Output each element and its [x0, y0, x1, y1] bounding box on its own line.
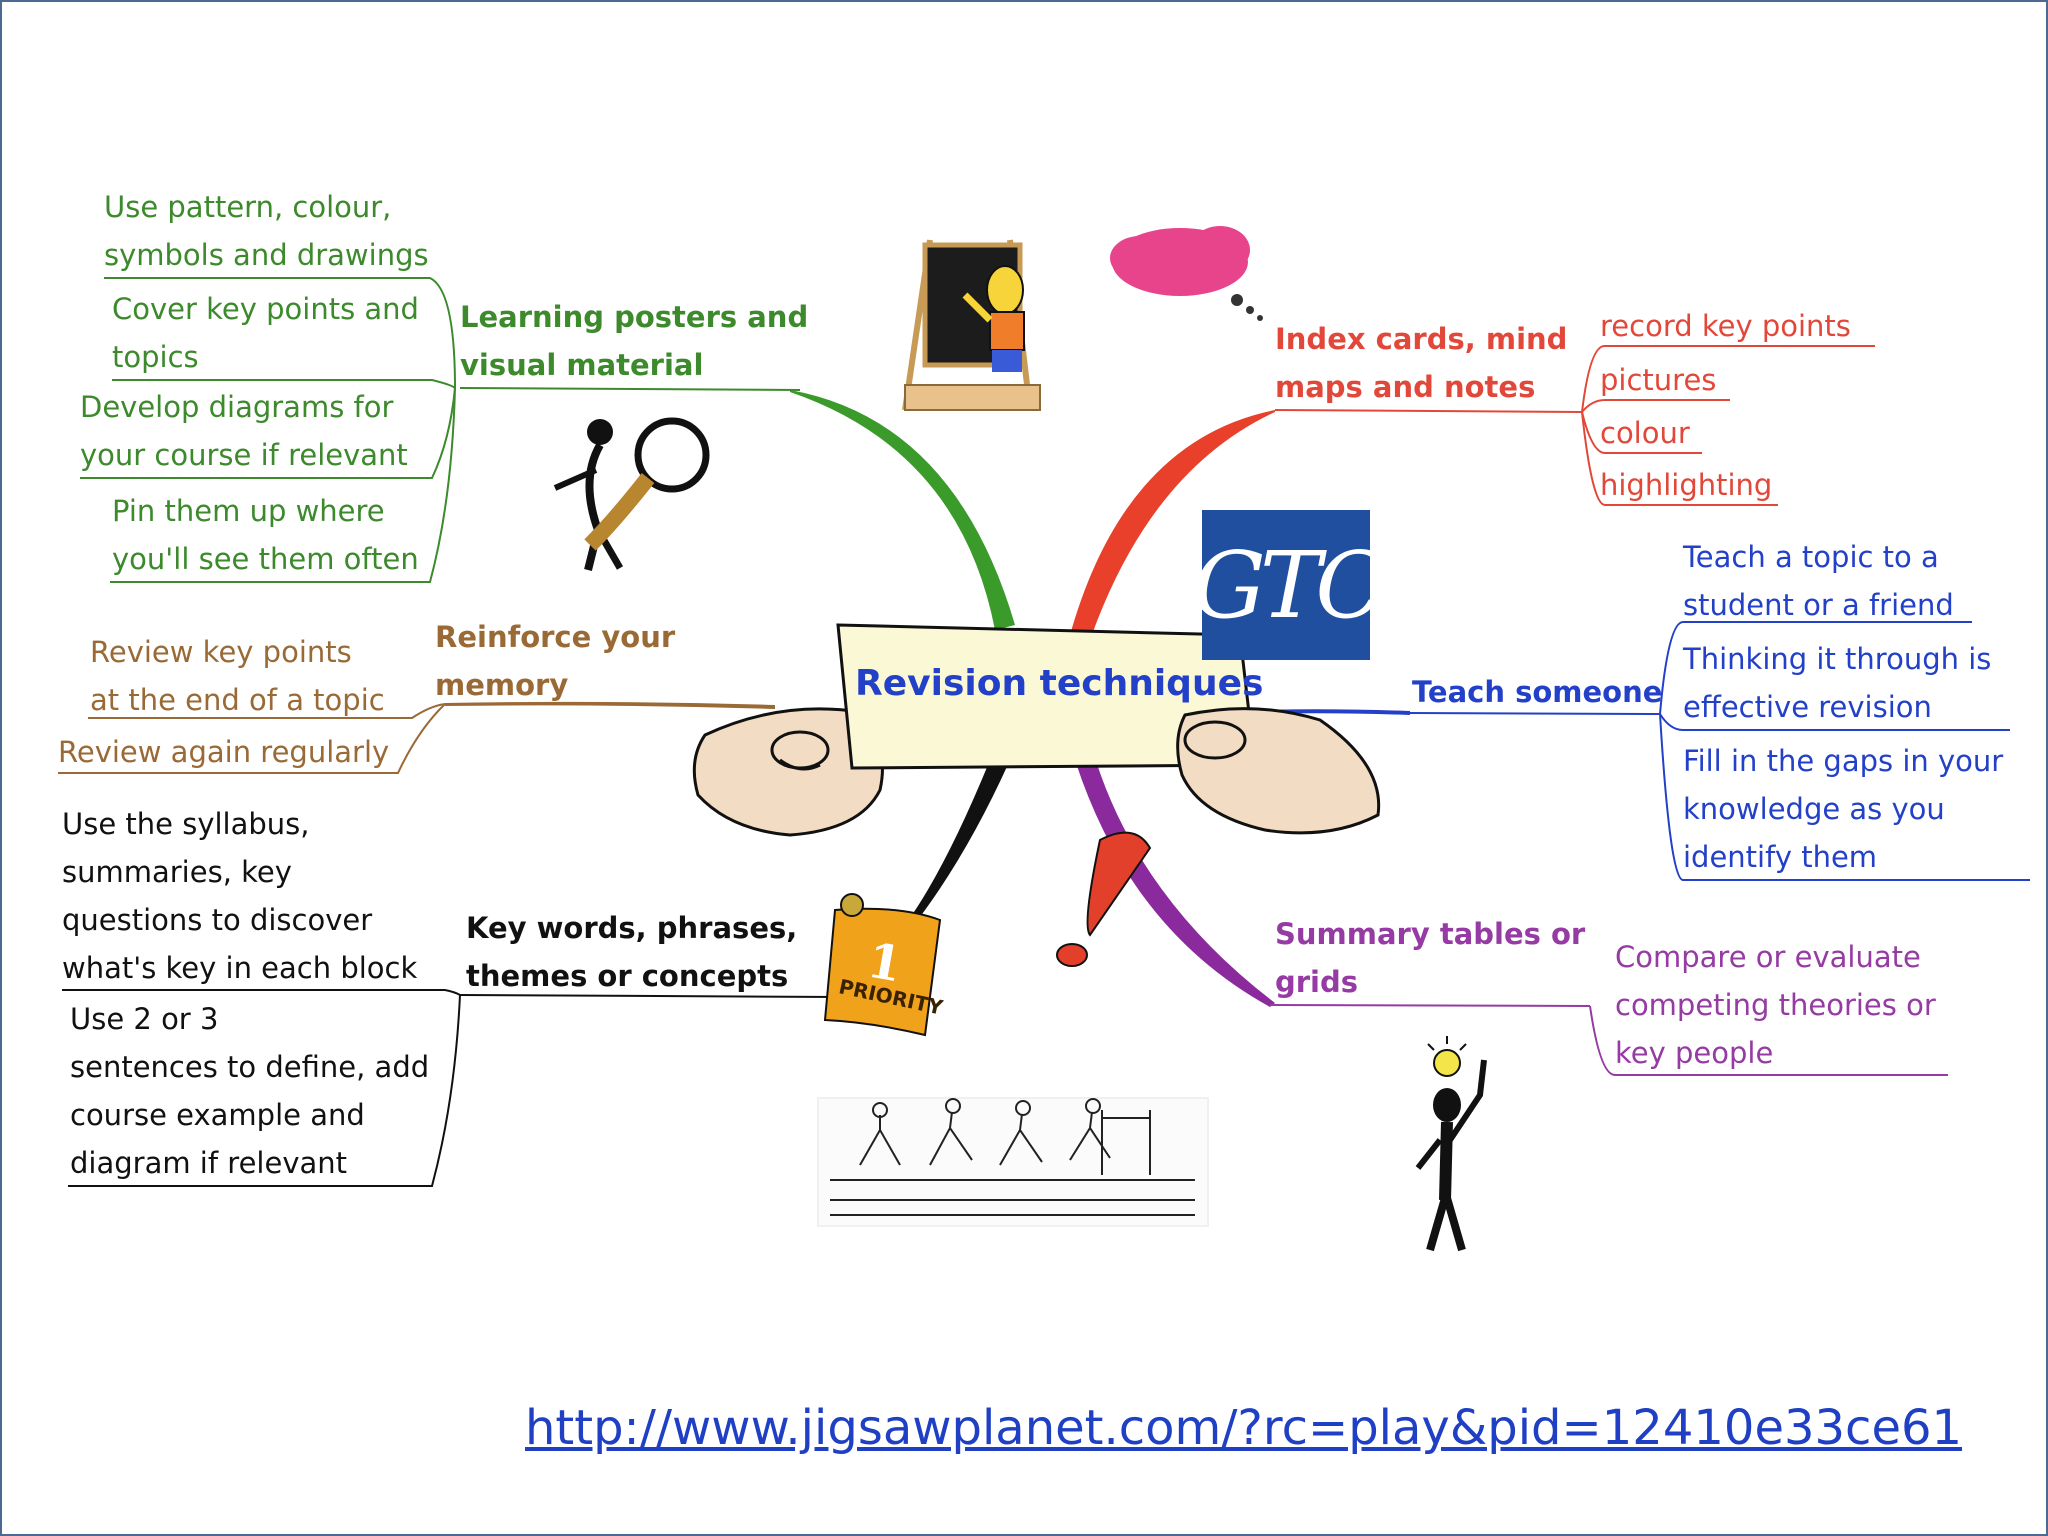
branch-visual-subs [80, 277, 801, 583]
priority-note-illustration [823, 893, 942, 1037]
thought-cloud-icon [1110, 226, 1263, 321]
left-hand-illustration [692, 707, 884, 837]
visual-item-3: Develop diagrams for your course if rele… [80, 390, 408, 472]
teach-item-1: Teach a topic to a student or a friend [1683, 540, 1954, 622]
idea-figure-illustration [1415, 1036, 1487, 1252]
branch-cards-main [1070, 410, 1275, 640]
branch-tables-title: Summary tables or grids [1275, 917, 1586, 999]
branch-teach-title: Teach someone [1412, 675, 1663, 709]
branch-memory-subs [58, 703, 446, 774]
blackboard-easel-illustration [902, 239, 1041, 411]
branch-visual-title: Learning posters and visual material [460, 300, 809, 382]
teach-item-3: Fill in the gaps in your knowledge as yo… [1683, 744, 2004, 874]
branch-visual-main [790, 390, 1015, 630]
right-hand-illustration [1176, 707, 1381, 835]
memory-item-1: Review key points at the end of a topic [90, 635, 385, 717]
branch-tables-main [1075, 758, 1275, 1007]
tables-item-1: Compare or evaluate competing theories o… [1615, 940, 1936, 1070]
branch-memory-title: Reinforce your memory [435, 620, 676, 702]
branch-memory-main [445, 701, 775, 709]
cards-item-4: highlighting [1600, 468, 1773, 502]
gtc-logo: GTC [1192, 531, 1385, 639]
cards-item-3: colour [1600, 416, 1690, 450]
magnifier-figure-illustration [553, 417, 710, 571]
branch-teach-subs [1409, 621, 2030, 881]
cards-item-2: pictures [1600, 363, 1717, 397]
central-topic: Revision techniques [855, 663, 1264, 704]
branch-cards-title: Index cards, mind maps and notes [1275, 322, 1568, 404]
branch-tables-subs [1269, 1004, 1948, 1076]
teach-item-2: Thinking it through is effective revisio… [1683, 642, 1992, 724]
visual-item-2: Cover key points and topics [112, 292, 419, 374]
branch-cards-subs [1274, 345, 1875, 506]
visual-item-1: Use pattern, colour, symbols and drawing… [104, 190, 429, 272]
gtc-logo-box [1202, 510, 1370, 660]
branch-keywords-main [905, 760, 1010, 930]
visual-item-4: Pin them up where you'll see them often [112, 494, 419, 576]
branch-keywords-subs [62, 989, 841, 1187]
keywords-item-1: Use the syllabus, summaries, key questio… [62, 807, 418, 985]
exclamation-illustration [1056, 831, 1152, 967]
branch-keywords-title: Key words, phrases, themes or concepts [466, 911, 798, 993]
race-sketch-illustration [817, 1097, 1209, 1227]
jigsawplanet-link[interactable]: http://www.jigsawplanet.com/?rc=play&pid… [525, 1400, 1963, 1456]
keywords-item-2: Use 2 or 3 sentences to define, add cour… [70, 1002, 430, 1180]
memory-item-2: Review again regularly [58, 735, 390, 769]
cards-item-1: record key points [1600, 309, 1851, 343]
